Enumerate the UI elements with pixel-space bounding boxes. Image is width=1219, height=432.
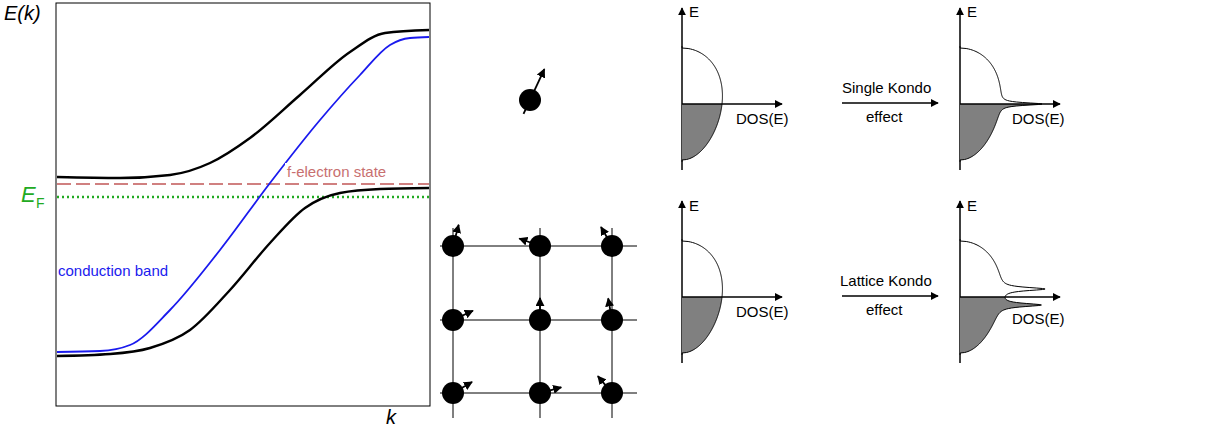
dos-plot [960, 201, 1060, 363]
axis-label: DOS(E) [736, 303, 789, 320]
spin-symbol [519, 235, 551, 257]
conduction-band-curve [57, 37, 429, 352]
dos-plot [960, 8, 1060, 170]
process-label: Lattice Kondo [840, 272, 932, 289]
spin-symbol [442, 309, 473, 331]
spin-symbol [442, 382, 472, 404]
band-label: conduction band [58, 262, 168, 279]
process-label: effect [866, 108, 902, 125]
process-arrow [842, 102, 938, 103]
f-level-line [57, 183, 429, 185]
process-label: Single Kondo [842, 79, 931, 96]
axis-label: k [386, 406, 396, 429]
axis-label: DOS(E) [1012, 110, 1065, 127]
spin-symbol [442, 225, 464, 257]
plot-frame [56, 3, 430, 406]
fermi-subscript: F [36, 195, 45, 211]
process-label: effect [866, 301, 902, 318]
axis-label: DOS(E) [1012, 310, 1065, 327]
axis-label: E [689, 197, 699, 214]
axis-label: E [967, 197, 977, 214]
axis-label: E [967, 3, 977, 20]
axis-label: E [689, 3, 699, 20]
spin-symbol [529, 298, 551, 331]
hybridized-band-curve [57, 188, 429, 356]
level-label: f-electron state [285, 163, 388, 180]
axis-label: E(k) [4, 2, 41, 25]
spin-symbol [598, 376, 623, 404]
dos-plot [682, 201, 782, 363]
spin-symbol [601, 227, 623, 257]
hybridized-band-curve [57, 30, 429, 178]
axis-label: DOS(E) [736, 110, 789, 127]
fermi-label: E [21, 182, 36, 207]
spin-symbol [519, 69, 544, 114]
fermi-level-line [57, 196, 429, 199]
dos-plot [682, 8, 782, 170]
spin-symbol [529, 382, 561, 404]
spin-symbol [601, 298, 623, 331]
process-arrow [842, 295, 938, 296]
